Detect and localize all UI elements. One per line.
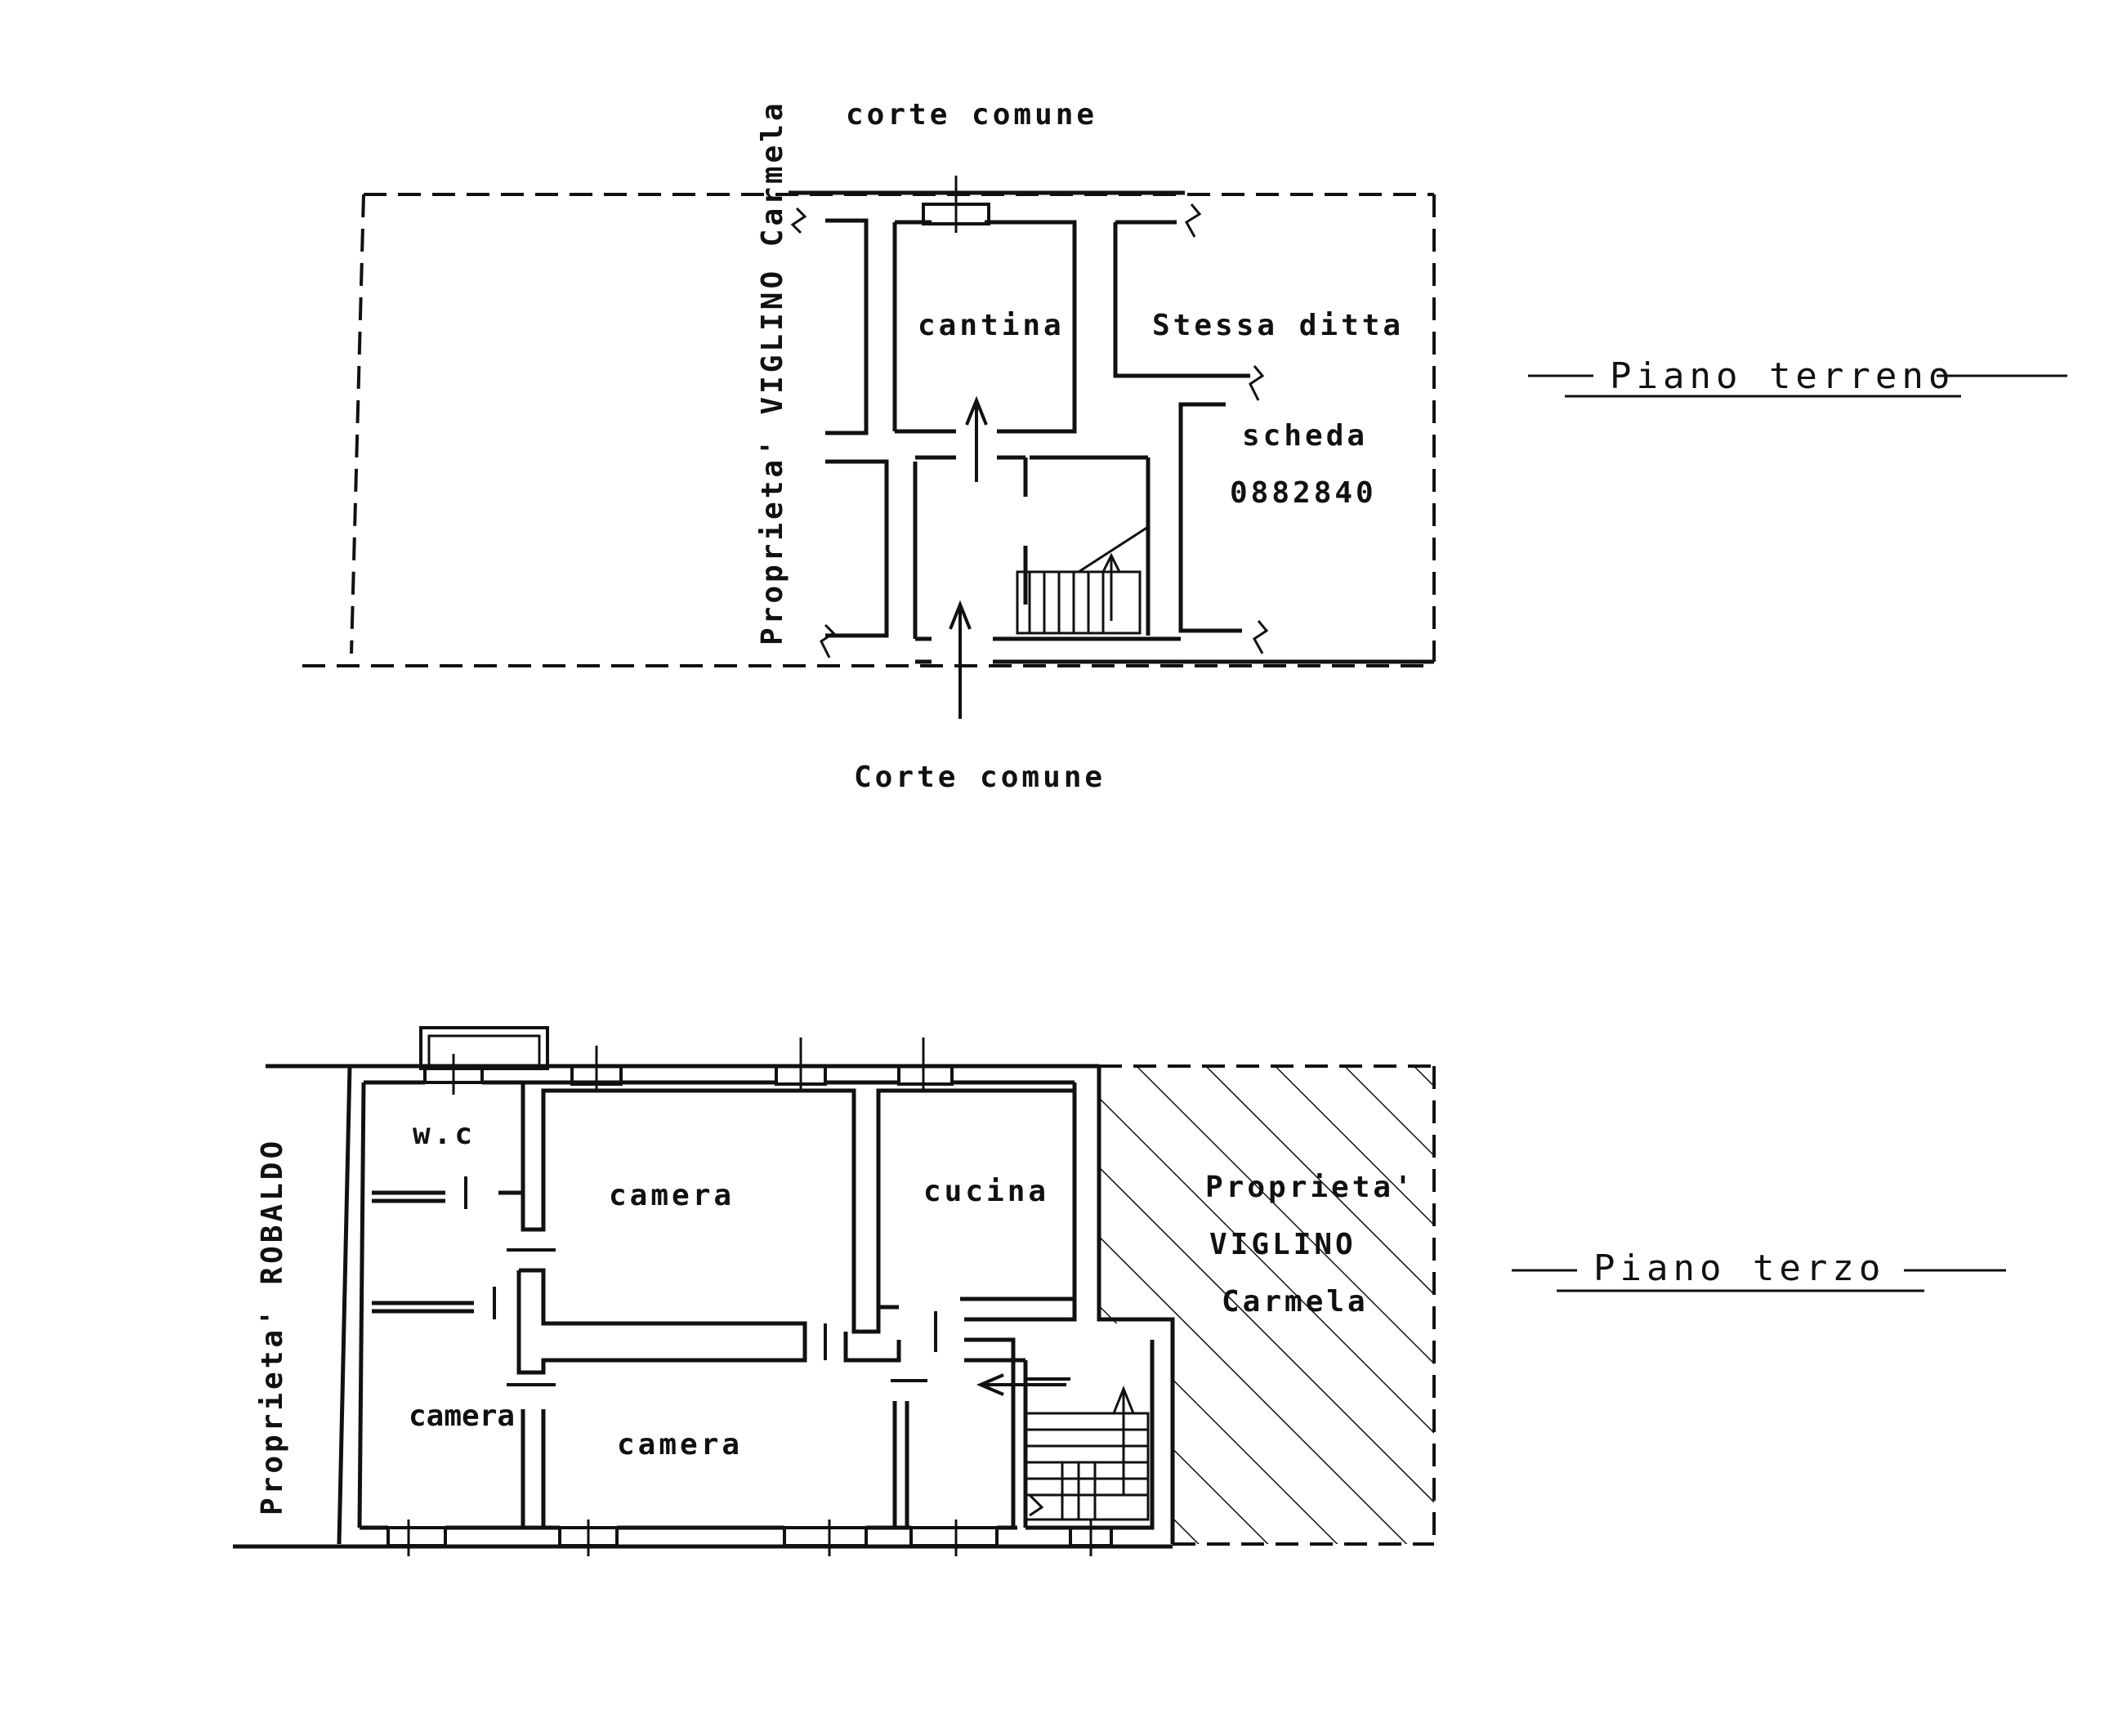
right-neighbor-label-line2: VIGLINO [1209, 1228, 1356, 1261]
room-label-camera-b: camera [409, 1399, 515, 1433]
court-top-label: corte comune [846, 98, 1097, 132]
third-floor-plan: Proprieta' ROBALDO w.c camera cucina cam… [233, 1026, 2006, 1556]
room-label-cantina: cantina [918, 309, 1065, 342]
third-floor-balcony [419, 1026, 549, 1070]
ground-floor-entry-arrows [949, 395, 988, 719]
court-bottom-label: Corte comune [854, 761, 1106, 794]
ground-floor-title: Piano terreno [1610, 355, 1955, 397]
ground-left-neighbor-label: Proprieta' VIGLINO Carmela [756, 100, 789, 645]
third-left-neighbor-label: Proprieta' ROBALDO [256, 1138, 289, 1515]
right-neighbor-label-line1: Proprieta' [1205, 1171, 1415, 1204]
third-floor-neighbor-hatch [1099, 1066, 1434, 1544]
room-label-camera-a: camera [609, 1179, 735, 1212]
third-floor-windows [387, 1064, 1113, 1547]
room-label-camera-c: camera [617, 1428, 743, 1462]
third-floor-window-axes [407, 1038, 1092, 1556]
ground-floor-plan: corte comune Corte comune Proprieta' VIG… [302, 98, 2067, 794]
same-owner-label-line3: 0882840 [1230, 476, 1377, 510]
room-label-wc: w.c [413, 1118, 476, 1151]
third-floor-dashed-boundary [1099, 1064, 1436, 1546]
third-floor-stairs [1024, 1385, 1150, 1521]
ground-floor-walls [825, 218, 1434, 664]
ground-floor-stairs [1016, 525, 1149, 635]
third-floor-title-block: Piano terzo [1512, 1247, 2006, 1292]
ground-floor-break-marks [790, 203, 1269, 658]
right-neighbor-label-line3: Carmela [1222, 1285, 1369, 1319]
same-owner-label-line2: scheda [1242, 419, 1368, 453]
same-owner-label-line1: Stessa ditta [1152, 309, 1404, 342]
third-floor-entry-arrow [976, 1373, 1070, 1396]
third-floor-door-marks [464, 1176, 937, 1386]
room-label-cucina: cucina [923, 1175, 1049, 1208]
ground-floor-title-block: Piano terreno [1528, 355, 2067, 398]
third-floor-walls [337, 1065, 1175, 1545]
third-floor-title: Piano terzo [1593, 1247, 1885, 1289]
